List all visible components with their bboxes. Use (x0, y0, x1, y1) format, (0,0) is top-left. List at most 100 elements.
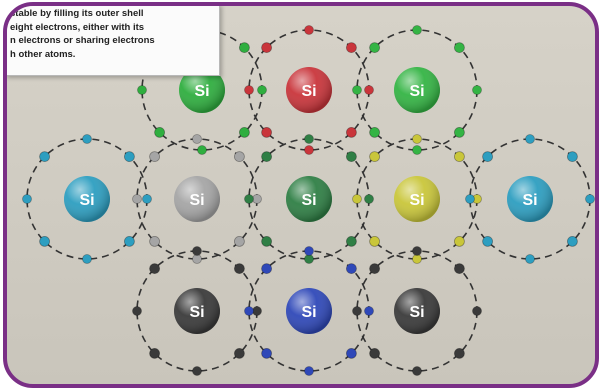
electron (364, 194, 374, 204)
electron (137, 85, 147, 95)
electron (369, 235, 381, 247)
electron (345, 127, 357, 138)
silicon-atom: Si (286, 67, 332, 113)
electron (197, 145, 207, 155)
electron (369, 347, 381, 359)
caption-box: stable by filling its outer shell eight … (7, 6, 220, 76)
electron (567, 235, 578, 247)
electron (412, 134, 422, 144)
electron (345, 151, 357, 163)
electron (369, 151, 381, 163)
electron (412, 246, 422, 256)
electron (261, 151, 273, 163)
silicon-atom: Si (174, 288, 220, 334)
electron (233, 151, 245, 163)
atom-symbol: Si (522, 192, 537, 209)
atom-highlight (286, 67, 332, 113)
electron (132, 194, 142, 204)
electron (39, 151, 50, 163)
caption-line: n electrons or sharing electrons (10, 35, 155, 46)
electron (261, 263, 273, 275)
electron (352, 194, 362, 204)
electron (567, 151, 578, 163)
electron (142, 194, 152, 204)
atom-highlight (174, 176, 220, 222)
atom-symbol: Si (301, 83, 316, 100)
electron (369, 42, 381, 53)
electron (233, 347, 245, 359)
electron (244, 85, 254, 95)
electron (352, 85, 362, 95)
electron (412, 366, 422, 376)
electron (345, 42, 357, 53)
atom-symbol: Si (301, 304, 316, 321)
electron (261, 127, 273, 138)
atom-symbol: Si (79, 192, 94, 209)
electron (132, 306, 142, 316)
atom-highlight (64, 176, 110, 222)
atom-highlight (394, 288, 440, 334)
silicon-atom: Si (394, 176, 440, 222)
electron (82, 254, 92, 264)
electron (192, 366, 202, 376)
electron (453, 235, 465, 247)
electron (472, 85, 482, 95)
electron (453, 263, 465, 275)
electron (149, 347, 161, 359)
atom-highlight (286, 176, 332, 222)
atom-highlight (394, 67, 440, 113)
electron (238, 127, 250, 138)
atom-highlight (507, 176, 553, 222)
electron (304, 25, 314, 35)
caption-line: stable by filling its outer shell (10, 8, 144, 19)
electron (364, 306, 374, 316)
electron (238, 42, 250, 53)
electron (453, 127, 465, 138)
silicon-atom: Si (179, 67, 225, 113)
atom-symbol: Si (189, 304, 204, 321)
electron (124, 151, 135, 163)
electron (304, 366, 314, 376)
electron (585, 194, 595, 204)
electron (412, 25, 422, 35)
electron (82, 134, 92, 144)
electron (244, 306, 254, 316)
electron (482, 235, 494, 247)
atom-symbol: Si (409, 83, 424, 100)
electron-layer (22, 25, 595, 376)
silicon-atom: Si (174, 176, 220, 222)
electron (465, 194, 475, 204)
electron (525, 134, 535, 144)
atom-highlight (286, 288, 332, 334)
atom-highlight (179, 67, 225, 113)
atom-symbol: Si (189, 192, 204, 209)
electron (149, 235, 161, 247)
electron (192, 246, 202, 256)
electron (453, 151, 465, 163)
electron (482, 151, 494, 163)
electron (233, 235, 245, 247)
electron (261, 347, 273, 359)
caption-line: eight electrons, either with its (10, 21, 145, 33)
electron (345, 347, 357, 359)
electron (244, 194, 254, 204)
electron (261, 42, 273, 53)
electron (124, 235, 135, 247)
electron (304, 134, 314, 144)
electron (412, 145, 422, 155)
electron (453, 347, 465, 359)
electron (22, 194, 32, 204)
electron (261, 235, 273, 247)
electron (149, 151, 161, 163)
electron (257, 85, 267, 95)
silicon-atom: Si (394, 67, 440, 113)
atom-symbol: Si (409, 192, 424, 209)
electron (369, 127, 381, 138)
electron (304, 145, 314, 155)
electron (154, 127, 166, 138)
silicon-atom: Si (286, 288, 332, 334)
electron (192, 134, 202, 144)
electron (345, 235, 357, 247)
